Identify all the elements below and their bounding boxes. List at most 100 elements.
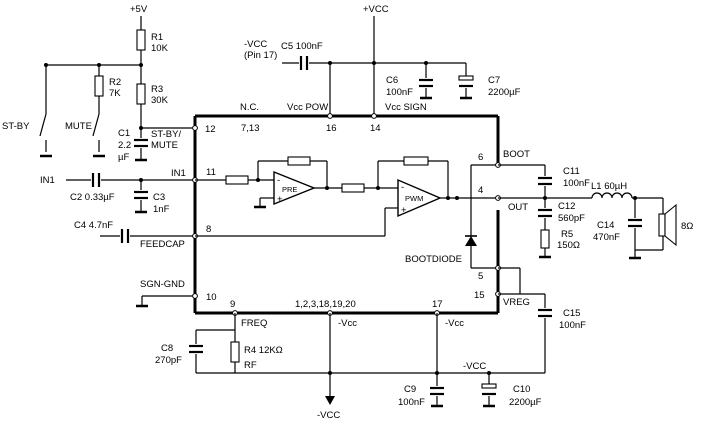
plus5v-label: +5V <box>130 4 148 15</box>
pin-4: 4 <box>478 185 483 196</box>
r1-value: 10K <box>151 43 169 54</box>
c10-plate-positive <box>481 383 497 389</box>
bottom-network: 9 FREQ C8 270pF R4 12KΩ RF 1,2,3,18,19,2… <box>155 299 545 421</box>
c12-name: C12 <box>558 201 575 212</box>
mute-label: MUTE <box>65 121 92 132</box>
c1-name: C1 <box>118 128 130 139</box>
pwm-input-resistor <box>341 183 365 193</box>
r3-value: 30K <box>151 95 169 106</box>
r5-resistor <box>540 229 550 249</box>
pre-amp-triangle <box>273 170 316 206</box>
output-network: C11 100nF C12 560pF R5 150Ω L1 60µH C14 … <box>498 164 693 260</box>
pre-minus: - <box>277 175 280 186</box>
c1-capacitor: C1 2.2 µF ST-BY/ MUTE <box>118 127 195 163</box>
pin-6: 6 <box>478 152 483 163</box>
minus-vcc-pin17: -Vcc <box>445 318 464 329</box>
ic-right-pins: 6 4 5 15 BOOT OUT VREG <box>474 149 530 308</box>
c4-label: C4 4.7nF <box>74 220 113 231</box>
pwm-triangle <box>397 178 442 218</box>
stby-mute-pin-label-2: MUTE <box>151 140 178 151</box>
pin-16: 16 <box>326 123 337 134</box>
r4-resistor <box>230 341 240 363</box>
pin-5: 5 <box>478 271 483 282</box>
freq-label: FREQ <box>241 318 267 329</box>
feedcap-label: FEEDCAP <box>140 239 185 250</box>
minus-vcc-pin17-label-2: (Pin 17) <box>244 50 277 61</box>
c9-name: C9 <box>404 384 416 395</box>
r5-value: 150Ω <box>557 240 580 251</box>
c6-name: C6 <box>386 75 398 86</box>
c4-feedcap: C4 4.7nF FEEDCAP <box>74 220 195 250</box>
pin-8: 8 <box>206 224 211 235</box>
c10-name: C10 <box>513 384 530 395</box>
c11-name: C11 <box>563 166 580 177</box>
c3-value: 1nF <box>153 204 170 215</box>
c3-name: C3 <box>153 192 165 203</box>
c14-value: 470nF <box>593 232 620 243</box>
vreg-network: C15 100nF <box>498 267 586 373</box>
vcc-pow-label: Vcc POW <box>287 102 328 113</box>
c6-value: 100nF <box>386 87 413 98</box>
pin-12: 12 <box>205 124 216 135</box>
in1-pin-label: IN1 <box>171 168 186 179</box>
pwm-minus: - <box>401 182 404 193</box>
c1-value-2: µF <box>118 152 129 163</box>
c8-name: C8 <box>161 343 173 354</box>
pin-9: 9 <box>230 299 235 310</box>
pin-11: 11 <box>206 167 216 178</box>
pin-15: 15 <box>474 290 485 301</box>
plus-vcc-label: +VCC <box>363 4 389 15</box>
c9-value: 100nF <box>398 397 425 408</box>
stby-mute-pin-label-1: ST-BY/ <box>151 129 181 140</box>
r5-name: R5 <box>561 229 573 240</box>
sgn-gnd-branch: SGN-GND <box>136 279 195 308</box>
c7-plate-positive <box>458 75 474 81</box>
pin-17: 17 <box>432 299 443 310</box>
pin-14: 14 <box>370 123 381 134</box>
l1-inductor <box>591 192 633 199</box>
c14-name: C14 <box>597 220 614 231</box>
pre-plus: + <box>277 194 283 205</box>
ic-left-pins: 12 11 8 10 <box>192 124 217 303</box>
top-supply: -VCC (Pin 17) C5 100nF +VCC C6 100nF C7 … <box>244 4 521 116</box>
bootdiode-label: BOOTDIODE <box>405 254 462 265</box>
r3-name: R3 <box>151 84 163 95</box>
boot-diode: BOOTDIODE <box>405 164 498 269</box>
pwm-feedback-resistor <box>403 156 429 166</box>
speaker-icon <box>658 213 666 237</box>
c7-value: 2200µF <box>488 87 521 98</box>
vreg-label: VREG <box>503 297 530 308</box>
pre-input-resistor <box>225 175 249 185</box>
pin-10: 10 <box>206 292 217 303</box>
minus-vcc-pin-label: -Vcc <box>338 318 357 329</box>
pwm-plus: + <box>401 205 407 216</box>
speaker-impedance: 8Ω <box>681 221 693 232</box>
r4-label: R4 12KΩ <box>244 345 283 356</box>
standby-switch-branch: ST-BY <box>2 63 141 158</box>
minus-vcc-bottom-label: -VCC <box>317 410 340 421</box>
pins-gnd: 1,2,3,18,19,20 <box>295 299 356 310</box>
rf-label: RF <box>244 360 257 371</box>
sgn-gnd-label: SGN-GND <box>140 279 185 290</box>
minus-vcc-pin17-label-1: -VCC <box>244 39 267 50</box>
stby-label: ST-BY <box>2 121 30 132</box>
mute-switch-branch: R2 7K MUTE <box>65 63 121 158</box>
nc-label: N.C. <box>240 102 259 113</box>
out-label: OUT <box>508 202 528 213</box>
plus5v-branch: +5V R1 10K R3 30K <box>130 4 169 130</box>
ic-body <box>193 114 500 315</box>
r1-name: R1 <box>151 32 163 43</box>
c12-value: 560pF <box>558 213 585 224</box>
pin-7-13: 7,13 <box>241 123 260 134</box>
l1-label: L1 60µH <box>591 181 627 192</box>
r2-resistor <box>94 75 104 97</box>
pre-label: PRE <box>282 185 297 194</box>
r2-value: 7K <box>109 88 121 99</box>
vcc-sign-label: Vcc SIGN <box>385 102 427 113</box>
boot-label: BOOT <box>503 149 530 160</box>
pwm-stage: - + PWM <box>195 156 498 237</box>
r2-name: R2 <box>109 77 121 88</box>
c1-value-1: 2.2 <box>118 140 131 151</box>
